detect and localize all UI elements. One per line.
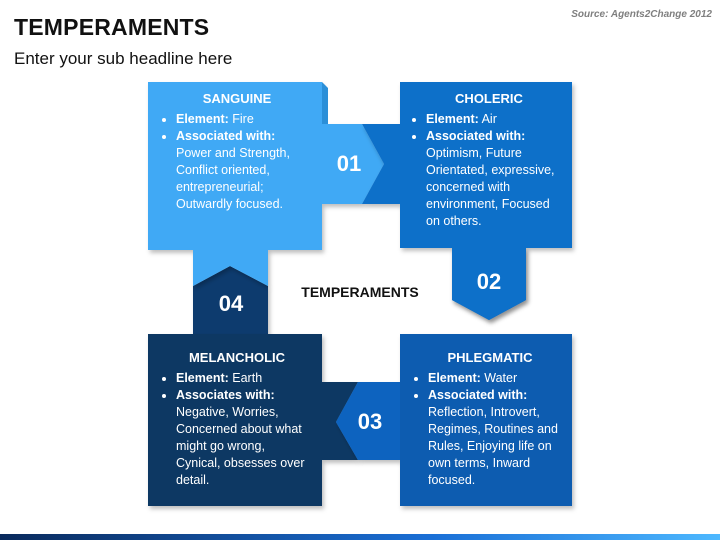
step-number-01: 01 bbox=[336, 151, 362, 176]
card-phlegmatic-associated: Associated with: Reflection, Introvert, R… bbox=[428, 387, 566, 489]
page-subtitle: Enter your sub headline here bbox=[14, 49, 233, 68]
card-choleric-list: Element: Air Associated with: Optimism, F… bbox=[412, 111, 566, 230]
card-choleric-title: CHOLERIC bbox=[455, 91, 523, 106]
card-sanguine-title: SANGUINE bbox=[202, 91, 272, 106]
page-title: TEMPERAMENTS bbox=[14, 14, 210, 40]
connector-04 bbox=[193, 266, 268, 334]
source-note: Source: Agents2Change 2012 bbox=[571, 9, 712, 20]
element-label: Element: bbox=[176, 112, 229, 126]
step-number-04: 04 bbox=[218, 291, 244, 316]
card-choleric-element: Element: Air bbox=[426, 111, 566, 128]
card-melancholic-title: MELANCHOLIC bbox=[188, 350, 286, 365]
card-choleric-associated: Associated with: Optimism, Future Orienta… bbox=[426, 128, 566, 230]
bottom-accent-bar bbox=[0, 534, 720, 540]
card-sanguine: SANGUINE Element: Fire Associated with: P… bbox=[162, 90, 312, 213]
element-label: Element: bbox=[428, 371, 481, 385]
associated-label: Associates with: bbox=[176, 388, 275, 402]
element-value: Water bbox=[480, 371, 518, 385]
card-phlegmatic-list: Element: Water Associated with: Reflectio… bbox=[414, 370, 566, 489]
card-phlegmatic-title: PHLEGMATIC bbox=[447, 350, 533, 365]
card-sanguine-element: Element: Fire bbox=[176, 111, 312, 128]
associated-label: Associated with: bbox=[428, 388, 528, 402]
card-melancholic-associated: Associates with: Negative, Worries, Conce… bbox=[176, 387, 312, 489]
step-number-02: 02 bbox=[476, 269, 502, 294]
card-sanguine-list: Element: Fire Associated with: Power and … bbox=[162, 111, 312, 213]
element-value: Air bbox=[478, 112, 497, 126]
element-label: Element: bbox=[426, 112, 479, 126]
arrow-03-shape bbox=[336, 382, 400, 460]
card-choleric-shape bbox=[362, 82, 572, 320]
card-phlegmatic: PHLEGMATIC Element: Water Associated wit… bbox=[414, 349, 566, 489]
associated-label: Associated with: bbox=[426, 129, 526, 143]
associated-value: Reflection, Introvert, Regimes, Routines… bbox=[428, 405, 558, 487]
center-label: TEMPERAMENTS bbox=[301, 284, 419, 300]
card-melancholic-shape bbox=[148, 334, 358, 506]
card-sanguine-associated: Associated with: Power and Strength, Conf… bbox=[176, 128, 312, 213]
card-melancholic-list: Element: Earth Associates with: Negative,… bbox=[162, 370, 312, 489]
associated-value: Negative, Worries, Concerned about what … bbox=[176, 405, 305, 487]
step-number-03: 03 bbox=[357, 409, 383, 434]
card-sanguine-shape bbox=[148, 82, 384, 286]
element-value: Fire bbox=[228, 112, 254, 126]
card-phlegmatic-shape bbox=[336, 334, 572, 506]
card-sanguine-fold bbox=[322, 82, 328, 124]
card-choleric: CHOLERIC Element: Air Associated with: Op… bbox=[412, 90, 566, 230]
card-melancholic-element: Element: Earth bbox=[176, 370, 312, 387]
associated-label: Associated with: bbox=[176, 129, 276, 143]
associated-value: Power and Strength, Conflict oriented, e… bbox=[176, 146, 290, 211]
element-label: Element: bbox=[176, 371, 229, 385]
card-melancholic: MELANCHOLIC Element: Earth Associates wi… bbox=[162, 349, 312, 489]
card-phlegmatic-element: Element: Water bbox=[428, 370, 566, 387]
element-value: Earth bbox=[228, 371, 263, 385]
associated-value: Optimism, Future Orientated, expressive,… bbox=[426, 146, 555, 228]
